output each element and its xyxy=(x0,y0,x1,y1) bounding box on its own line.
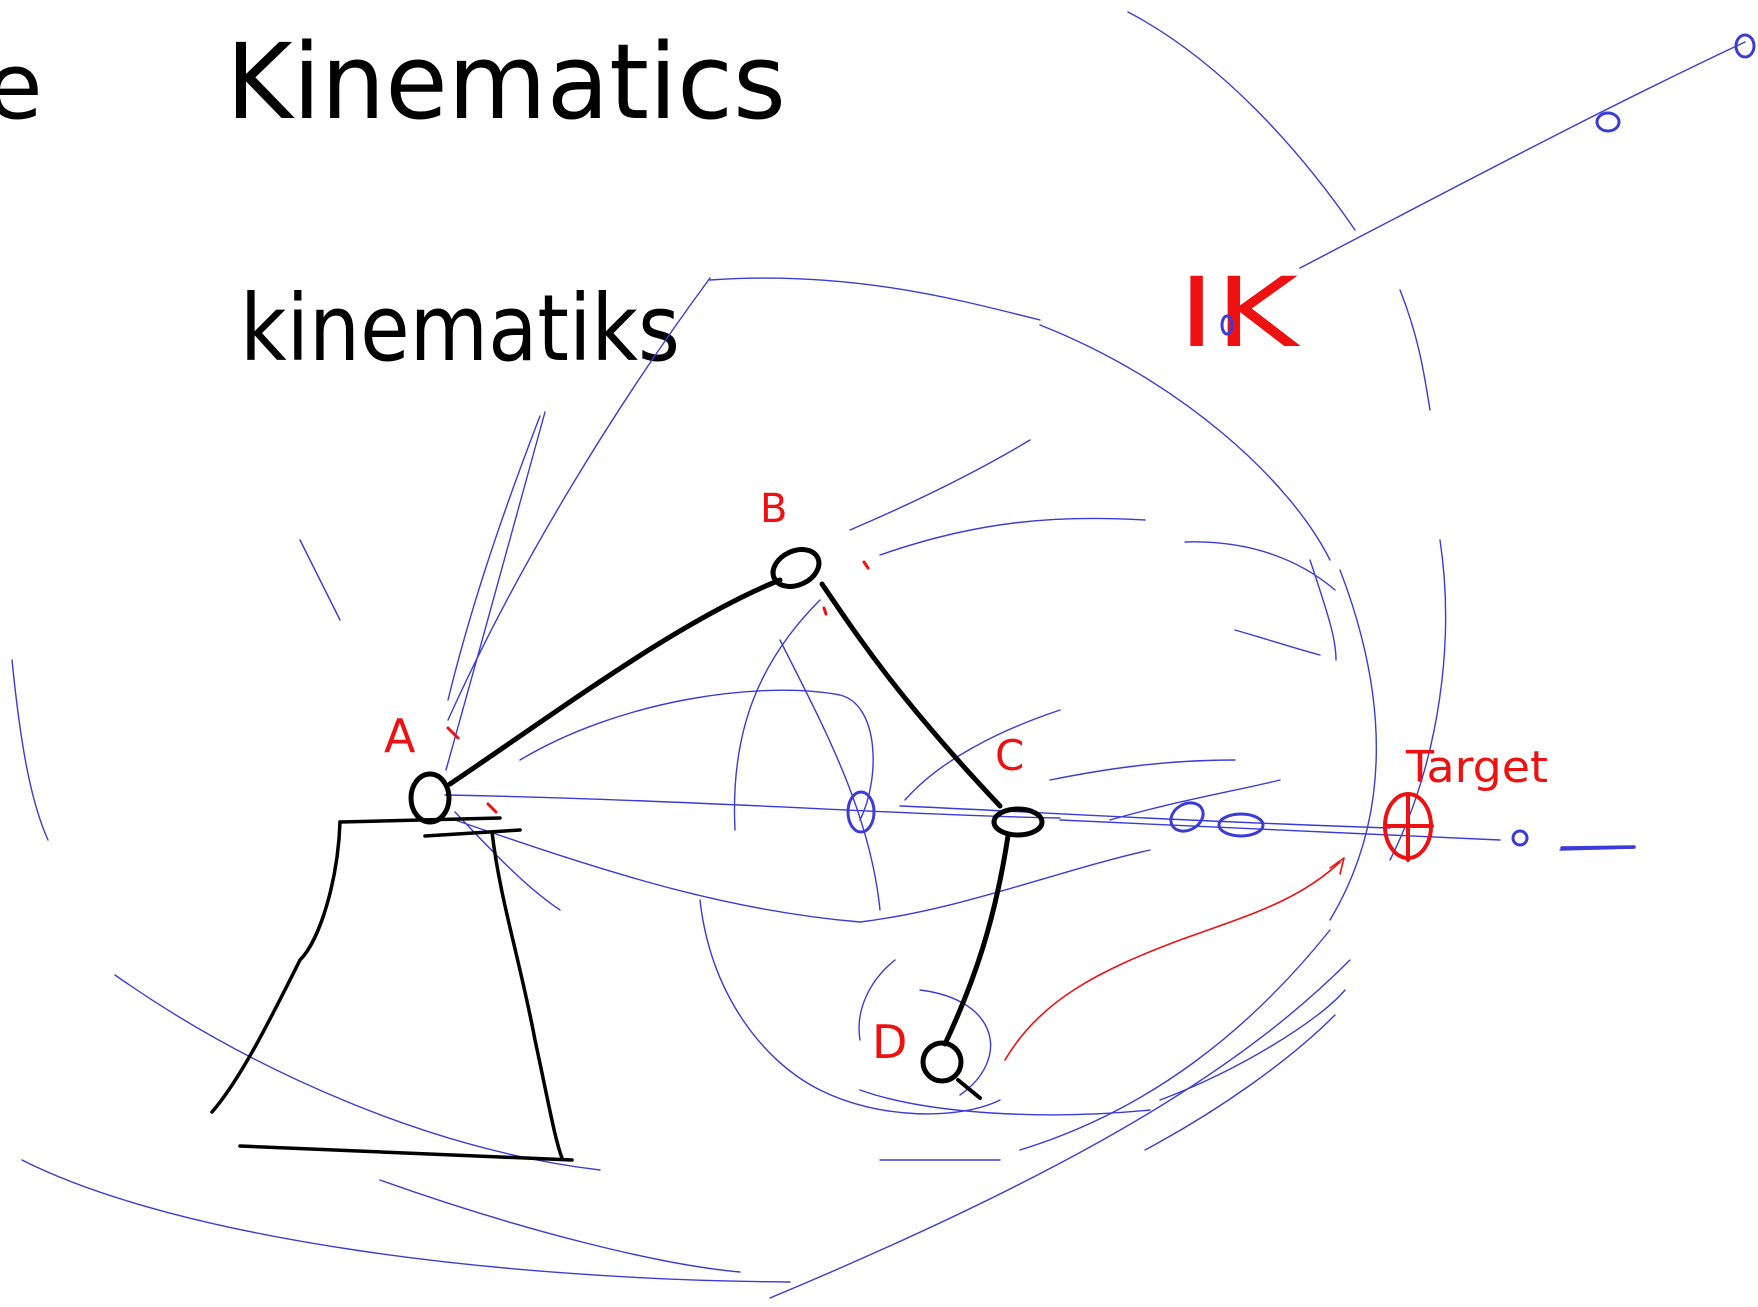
target-label: Target xyxy=(1405,742,1548,793)
guide-circle-right-2 xyxy=(1217,812,1265,838)
joint-label-a: A xyxy=(384,709,416,763)
robot-base xyxy=(210,816,574,1162)
target-marker xyxy=(1383,792,1434,862)
joint-label-d: D xyxy=(872,1015,907,1069)
link-b-c xyxy=(819,581,1003,809)
blue-guide-strokes xyxy=(11,11,1746,1299)
guide-circle-end xyxy=(1511,829,1529,847)
joint-labels: A B C D xyxy=(384,486,1024,1069)
joint-b xyxy=(770,547,822,589)
robot-joints xyxy=(408,547,1045,1084)
joint-d xyxy=(920,1040,964,1084)
red-arrow-to-target xyxy=(1004,857,1345,1061)
guide-circle-mid xyxy=(846,790,876,834)
red-tick-marks xyxy=(446,560,870,814)
corner-fragment-text: e xyxy=(0,33,43,140)
guide-circle-ik-1 xyxy=(1595,111,1621,133)
heading-text: Kinematics xyxy=(226,21,786,143)
joint-label-b: B xyxy=(760,486,787,532)
link-a-b xyxy=(447,577,783,787)
blue-guide-markers xyxy=(846,33,1756,850)
joint-a xyxy=(408,771,452,825)
subheading-text: kinematiks xyxy=(240,275,680,382)
guide-circle-right-1 xyxy=(1169,801,1205,833)
joint-c xyxy=(991,806,1045,838)
guide-dash-end xyxy=(1560,845,1636,850)
ik-label: IK xyxy=(1178,257,1301,369)
guide-circle-ik-3 xyxy=(1220,314,1234,336)
end-effector-stub xyxy=(956,1078,982,1100)
link-c-d xyxy=(942,833,1011,1047)
joint-label-c: C xyxy=(995,731,1024,780)
guide-circle-ik-2 xyxy=(1734,33,1756,59)
robot-links xyxy=(447,577,1011,1100)
